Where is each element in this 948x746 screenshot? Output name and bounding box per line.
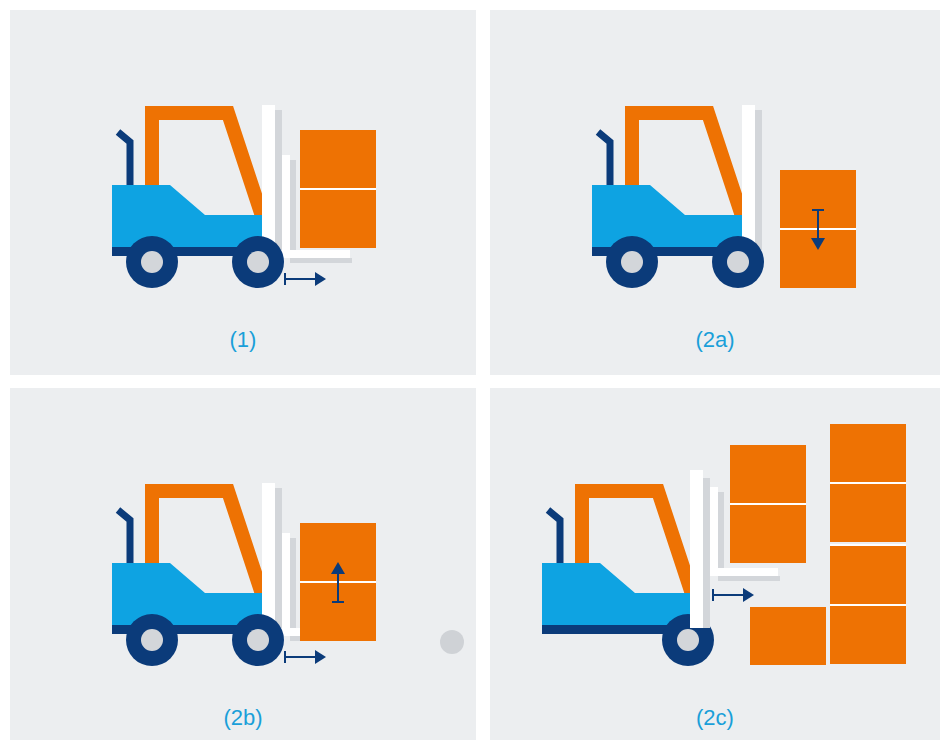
load xyxy=(300,523,376,641)
step-panel: (2a) xyxy=(490,10,940,375)
box-seam xyxy=(830,544,906,546)
step-panel: (2b) xyxy=(10,388,476,740)
page-dot xyxy=(440,630,464,654)
move-arrow xyxy=(285,272,326,286)
mast-shadow xyxy=(703,478,710,628)
front-wheel xyxy=(662,614,714,666)
move-arrow xyxy=(285,650,326,664)
cargo-box xyxy=(750,607,826,665)
fork xyxy=(282,533,352,641)
lift-arrow xyxy=(331,562,345,602)
step-one-art xyxy=(112,105,376,288)
rear-wheel xyxy=(606,236,658,288)
forklift xyxy=(542,491,692,634)
stacked-boxes xyxy=(830,424,906,542)
step-label: (2c) xyxy=(490,705,940,731)
load xyxy=(300,130,376,248)
rear-wheel xyxy=(126,236,178,288)
load xyxy=(730,445,806,563)
step-2b-art xyxy=(112,483,464,666)
front-wheel xyxy=(712,236,764,288)
load xyxy=(780,170,856,288)
mast xyxy=(742,105,762,250)
forklift xyxy=(112,491,262,634)
rear-wheel xyxy=(126,614,178,666)
fork-tine xyxy=(710,568,778,576)
step-panel: (1) xyxy=(10,10,476,375)
front-wheel xyxy=(232,614,284,666)
step-2a-art xyxy=(592,105,856,288)
mast xyxy=(262,483,282,628)
fork-shadow xyxy=(718,492,724,577)
move-arrow xyxy=(713,588,754,602)
step-label: (2b) xyxy=(10,705,476,731)
fork-carriage xyxy=(710,487,718,576)
mast xyxy=(690,470,703,628)
mast xyxy=(262,105,282,250)
step-label: (2a) xyxy=(490,327,940,353)
front-wheel xyxy=(232,236,284,288)
step-panel: (2c) xyxy=(490,388,940,740)
fork-shadow xyxy=(718,576,780,581)
step-2c-art xyxy=(542,424,906,666)
fork xyxy=(282,155,352,263)
forklift xyxy=(112,113,262,256)
stacked-boxes xyxy=(830,546,906,664)
lower-arrow xyxy=(811,210,825,250)
forklift xyxy=(592,113,742,256)
step-label: (1) xyxy=(10,327,476,353)
